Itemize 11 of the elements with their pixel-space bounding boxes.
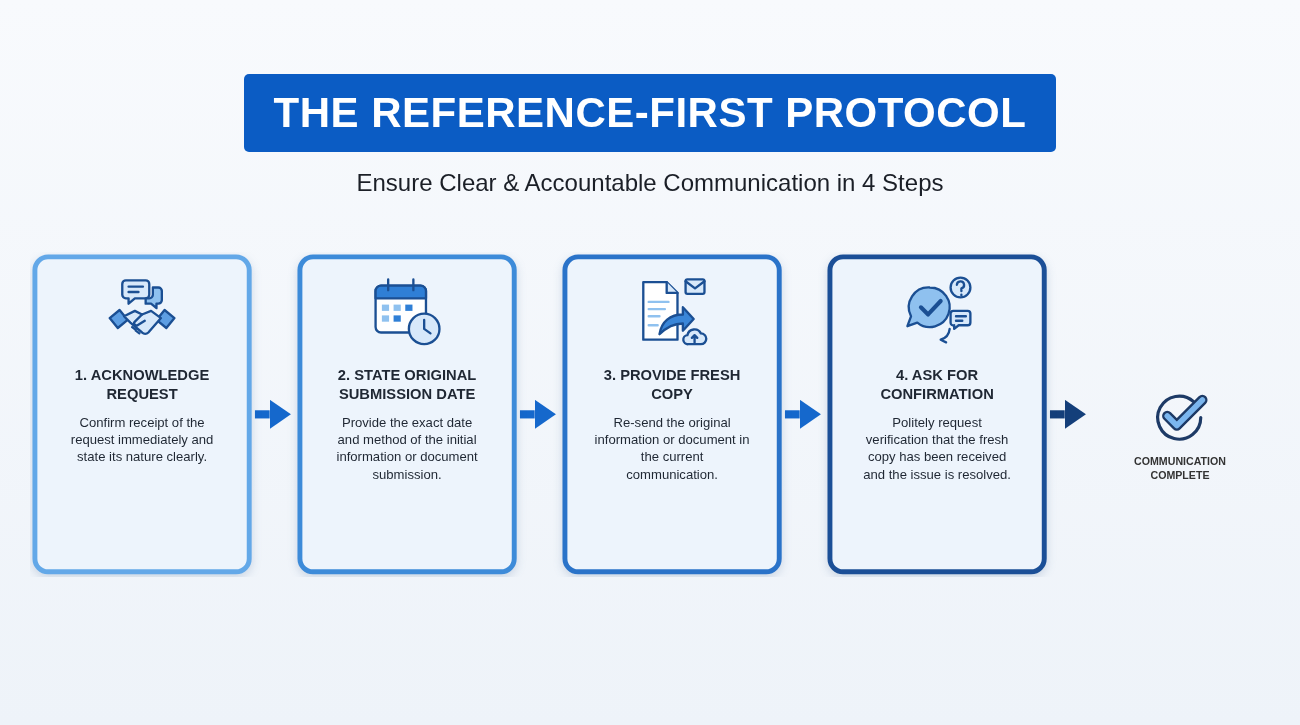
end-label: COMMUNICATION COMPLETE bbox=[1133, 454, 1227, 483]
step-description: Politely request verification that the fresh copy has been received and the issue is resolved. bbox=[862, 414, 1012, 483]
title-banner: THE REFERENCE-FIRST PROTOCOL bbox=[243, 74, 1057, 152]
subtitle: Ensure Clear & Accountable Communication in 4 Steps bbox=[356, 168, 944, 198]
step-title: 4. ASK FOR CONFIRMATION bbox=[879, 365, 995, 405]
step-title: 3. PROVIDE FRESH COPY bbox=[602, 365, 742, 405]
step-description: Provide the exact date and method of the initial information or document submission. bbox=[335, 414, 479, 483]
step-title: 2. STATE ORIGINAL SUBMISSION DATE bbox=[336, 365, 478, 405]
step-description: Re-send the original information or document in the current communication. bbox=[594, 414, 750, 483]
step-description: Confirm receipt of the request immediately and state its nature clearly. bbox=[69, 414, 215, 466]
step-title: 1. ACKNOWLEDGE REQUEST bbox=[73, 365, 211, 405]
